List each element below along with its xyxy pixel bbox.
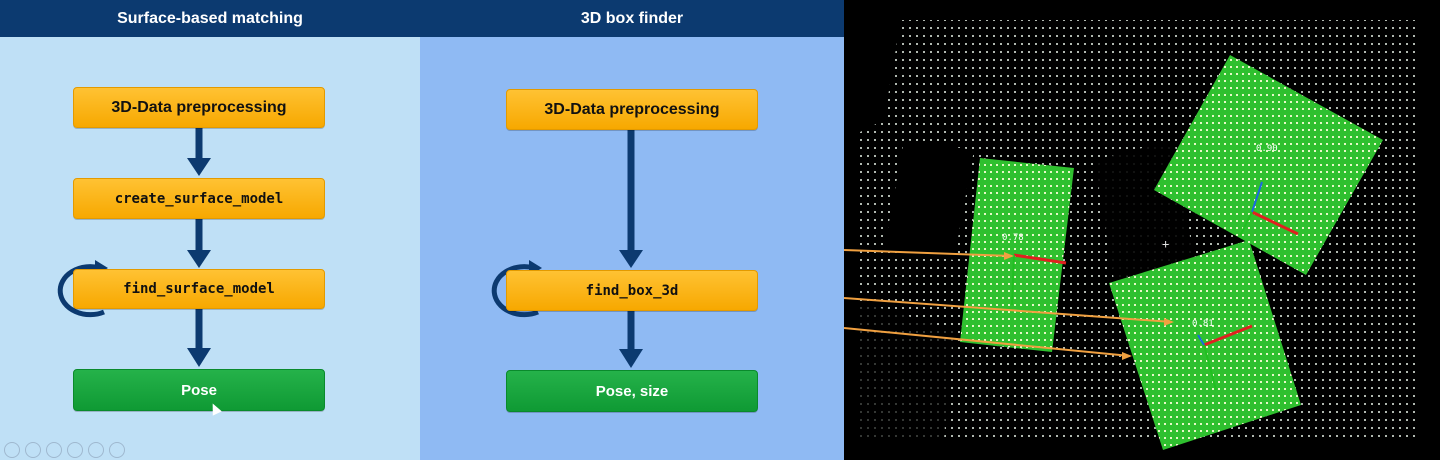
axis-x	[1203, 324, 1253, 347]
arrow-pre-find-head	[619, 250, 643, 268]
axis-y	[1203, 344, 1217, 391]
surface-step-preprocessing: 3D-Data preprocessing	[73, 87, 325, 128]
leader-arrow	[844, 327, 1131, 357]
zoom-icon[interactable]	[88, 442, 104, 458]
surface-panel-header: Surface-based matching	[0, 0, 420, 37]
axis-y	[1239, 211, 1253, 237]
surface-step-find-model: find_surface_model	[73, 269, 325, 309]
leader-arrow	[844, 249, 1013, 257]
scene-svg: +	[844, 0, 1420, 450]
surface-result-pose: Pose	[73, 369, 325, 411]
arrow-3-4-head	[187, 348, 211, 367]
box-result-pose-size: Pose, size	[506, 370, 758, 412]
surface-based-matching-panel: Surface-based matching 3D-Data preproces…	[0, 0, 420, 460]
leader-arrow-head	[1164, 318, 1174, 326]
surface-step-create-model: create_surface_model	[73, 178, 325, 219]
more-icon[interactable]	[109, 442, 125, 458]
pen-icon[interactable]	[46, 442, 62, 458]
loop-icon	[57, 264, 105, 318]
score-label-top: 0.90	[1256, 144, 1278, 154]
score-label-bottom: 0.81	[1192, 319, 1214, 329]
axis-z	[1251, 181, 1263, 213]
arrow-2-3-head	[187, 250, 211, 268]
box-panel-header: 3D box finder	[420, 0, 844, 37]
axis-z	[1197, 334, 1205, 346]
shadow-region	[884, 140, 974, 260]
box-finder-panel: 3D box finder 3D-Data preprocessing find…	[420, 0, 844, 460]
slide-controls[interactable]	[4, 442, 125, 458]
slides-icon[interactable]	[67, 442, 83, 458]
box-step-preprocessing: 3D-Data preprocessing	[506, 89, 758, 130]
shadow-region	[844, 300, 954, 440]
point-cloud-scene: + 0.90 0.78 0.81	[844, 0, 1440, 460]
shadow-region	[844, 0, 904, 140]
loop-icon	[491, 264, 539, 318]
next-slide-icon[interactable]	[25, 442, 41, 458]
score-label-left: 0.78	[1002, 233, 1024, 243]
leader-arrow-head	[1122, 352, 1132, 360]
arrow-1-2-head	[187, 158, 211, 176]
prev-slide-icon[interactable]	[4, 442, 20, 458]
leader-arrow-head	[1004, 252, 1014, 260]
axis-y	[1011, 254, 1015, 306]
box-step-find-box: find_box_3d	[506, 270, 758, 311]
origin-marker: +	[1162, 237, 1169, 251]
arrow-find-result-head	[619, 349, 643, 368]
box-top-right	[1154, 55, 1383, 275]
leader-arrow	[844, 297, 1173, 323]
axis-x	[1251, 210, 1299, 236]
axis-x	[1013, 253, 1067, 265]
